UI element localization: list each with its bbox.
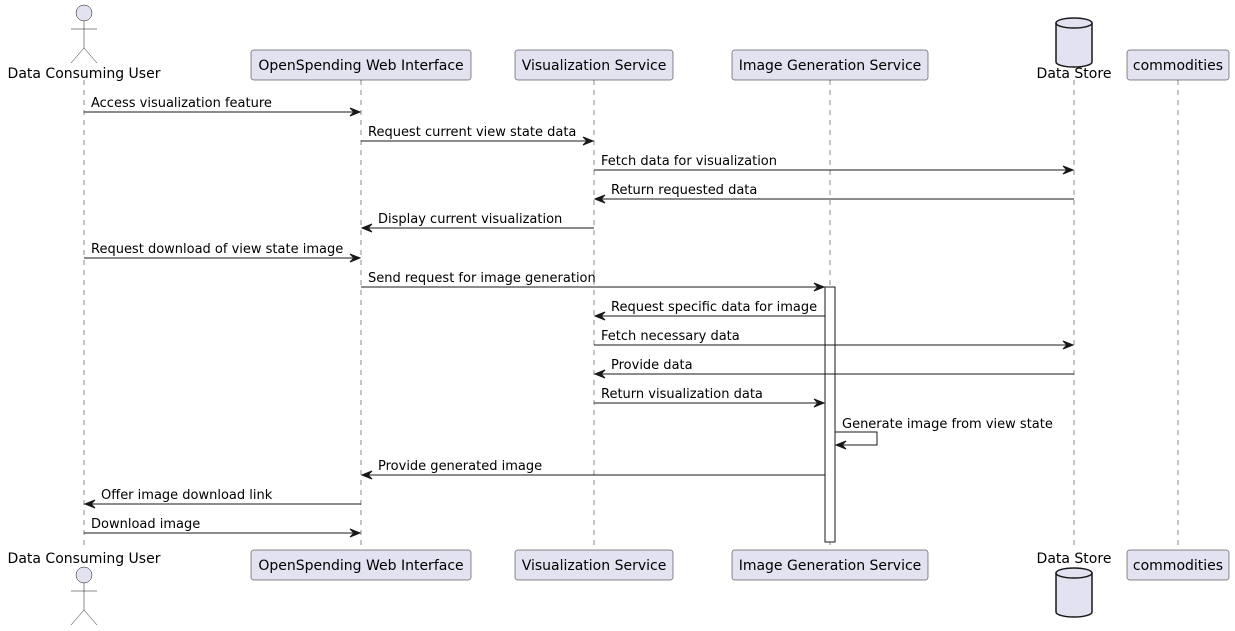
- message-arrowhead-15: [349, 528, 362, 538]
- message-arrowhead-7: [813, 282, 826, 292]
- message-label-2: Request current view state data: [368, 125, 576, 140]
- participant-label-comm-bottom: commodities: [1133, 558, 1223, 574]
- participant-box-web-top: [250, 49, 472, 81]
- message-arrowhead-3: [1062, 165, 1075, 175]
- message-label-4: Return requested data: [611, 183, 757, 198]
- participant-label-web-bottom: OpenSpending Web Interface: [258, 558, 463, 574]
- message-label-5: Display current visualization: [378, 212, 562, 227]
- message-label-10: Provide data: [611, 358, 693, 373]
- activation-bar-img: [824, 286, 836, 543]
- message-label-12: Generate image from view state: [842, 417, 1053, 432]
- message-arrowhead-9: [1062, 340, 1075, 350]
- participant-box-web-bottom: [250, 549, 472, 581]
- participant-box-img-top: [731, 49, 929, 81]
- message-arrowhead-10: [593, 369, 606, 379]
- actor-icon-bottom: [70, 566, 98, 626]
- participant-label-viz-bottom: Visualization Service: [522, 558, 667, 574]
- participant-label-img-top: Image Generation Service: [739, 58, 922, 74]
- message-label-9: Fetch necessary data: [601, 329, 740, 344]
- participant-label-img-bottom: Image Generation Service: [739, 558, 922, 574]
- database-icon-top: [1055, 17, 1093, 68]
- message-label-14: Offer image download link: [101, 488, 273, 503]
- message-label-13: Provide generated image: [378, 459, 542, 474]
- participant-label-store-bottom: Data Store: [1037, 551, 1112, 567]
- message-arrow-12: [835, 431, 878, 446]
- message-arrowhead-1: [349, 107, 362, 117]
- participant-label-comm-top: commodities: [1133, 58, 1223, 74]
- message-arrowhead-14: [83, 499, 96, 509]
- participant-box-viz-bottom: [514, 549, 674, 581]
- message-label-6: Request download of view state image: [91, 242, 343, 257]
- participant-label-web-top: OpenSpending Web Interface: [258, 58, 463, 74]
- message-arrowhead-13: [360, 470, 373, 480]
- participant-label-user-top: Data Consuming User: [8, 66, 161, 82]
- message-label-7: Send request for image generation: [368, 271, 596, 286]
- participant-box-comm-top: [1126, 49, 1230, 81]
- participant-box-viz-top: [514, 49, 674, 81]
- message-label-1: Access visualization feature: [91, 96, 272, 111]
- message-arrowhead-11: [813, 398, 826, 408]
- message-arrowhead-8: [593, 311, 606, 321]
- participant-label-store-top: Data Store: [1037, 66, 1112, 82]
- participant-box-img-bottom: [731, 549, 929, 581]
- message-label-8: Request specific data for image: [611, 300, 817, 315]
- message-arrowhead-12: [834, 440, 847, 450]
- message-arrowhead-2: [582, 136, 595, 146]
- database-icon-bottom: [1055, 567, 1093, 618]
- participant-label-user-bottom: Data Consuming User: [8, 551, 161, 567]
- message-label-3: Fetch data for visualization: [601, 154, 777, 169]
- message-arrowhead-4: [593, 194, 606, 204]
- message-label-15: Download image: [91, 517, 200, 532]
- participant-label-viz-top: Visualization Service: [522, 58, 667, 74]
- message-arrowhead-5: [360, 223, 373, 233]
- message-label-11: Return visualization data: [601, 387, 763, 402]
- actor-icon-top: [70, 4, 98, 64]
- participant-box-comm-bottom: [1126, 549, 1230, 581]
- message-arrowhead-6: [349, 253, 362, 263]
